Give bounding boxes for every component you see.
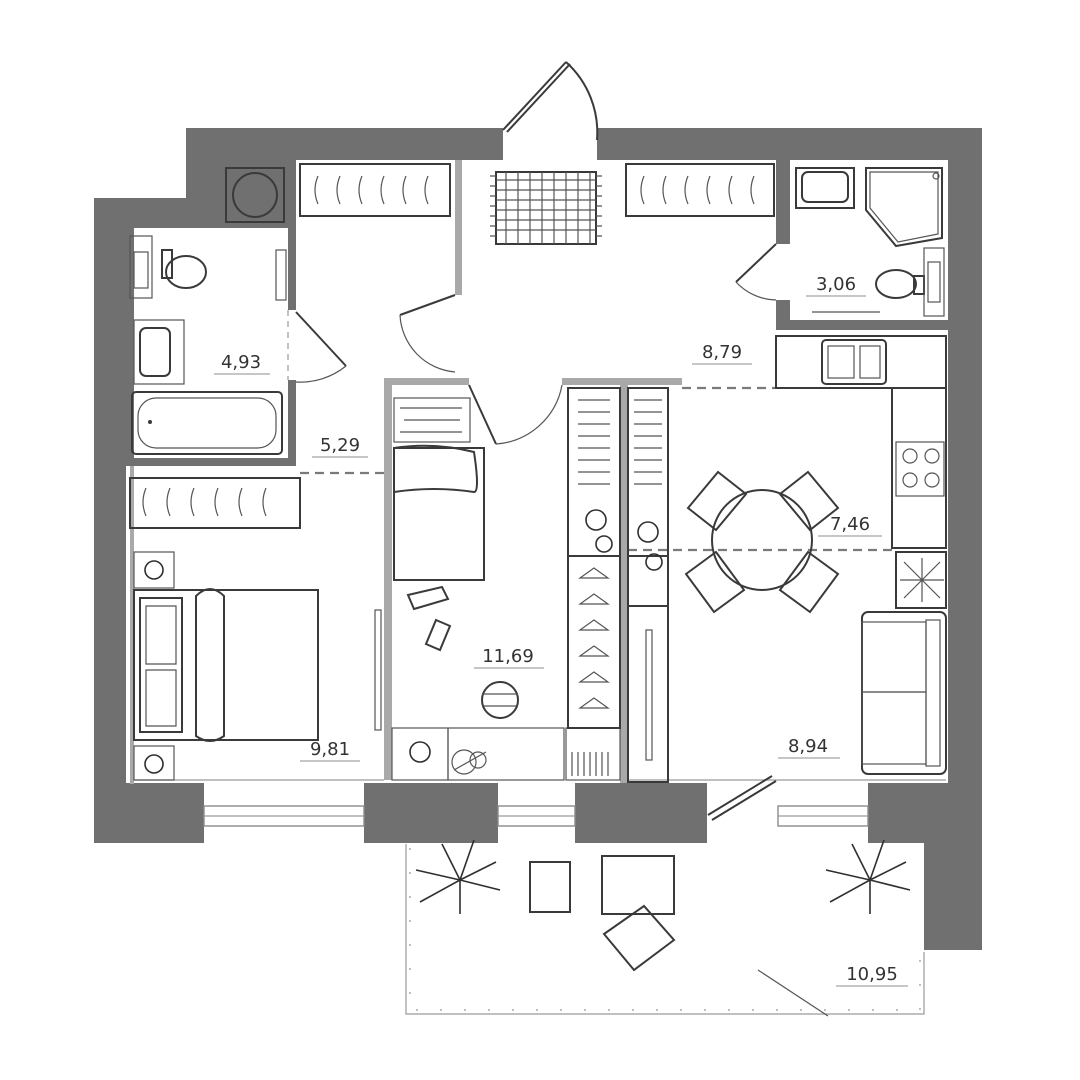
area-label-kids-room: 11,69 [482,646,534,667]
exterior-walls [94,128,982,950]
balcony [405,839,925,1017]
area-label-hallway: 8,79 [702,342,742,363]
entrance-door [502,61,599,141]
hall-rug [490,171,602,245]
area-label-living-room: 8,94 [788,736,828,757]
kids-room-furniture [391,387,669,783]
interior-doors [295,243,777,821]
wc-fixtures [795,167,945,317]
area-label-corridor: 5,29 [320,435,360,456]
area-label-bathroom: 4,93 [221,352,261,373]
plants [144,509,663,774]
bedroom-furniture [133,551,319,781]
windows [203,805,869,827]
area-labels: 4,93 3,06 8,79 5,29 7,46 11,69 9,81 8,94… [214,274,908,987]
zone-dividers [134,310,946,781]
area-label-wc: 3,06 [816,274,856,295]
area-label-balcony: 10,95 [846,964,898,985]
kitchen-fixtures [775,335,947,609]
area-label-kitchen: 7,46 [830,514,870,535]
partitions [126,160,948,784]
bathroom-fixtures [129,167,287,455]
hall-wardrobes [129,163,775,529]
area-label-bedroom: 9,81 [310,739,350,760]
dining-set [684,470,840,614]
sofa [861,611,947,775]
